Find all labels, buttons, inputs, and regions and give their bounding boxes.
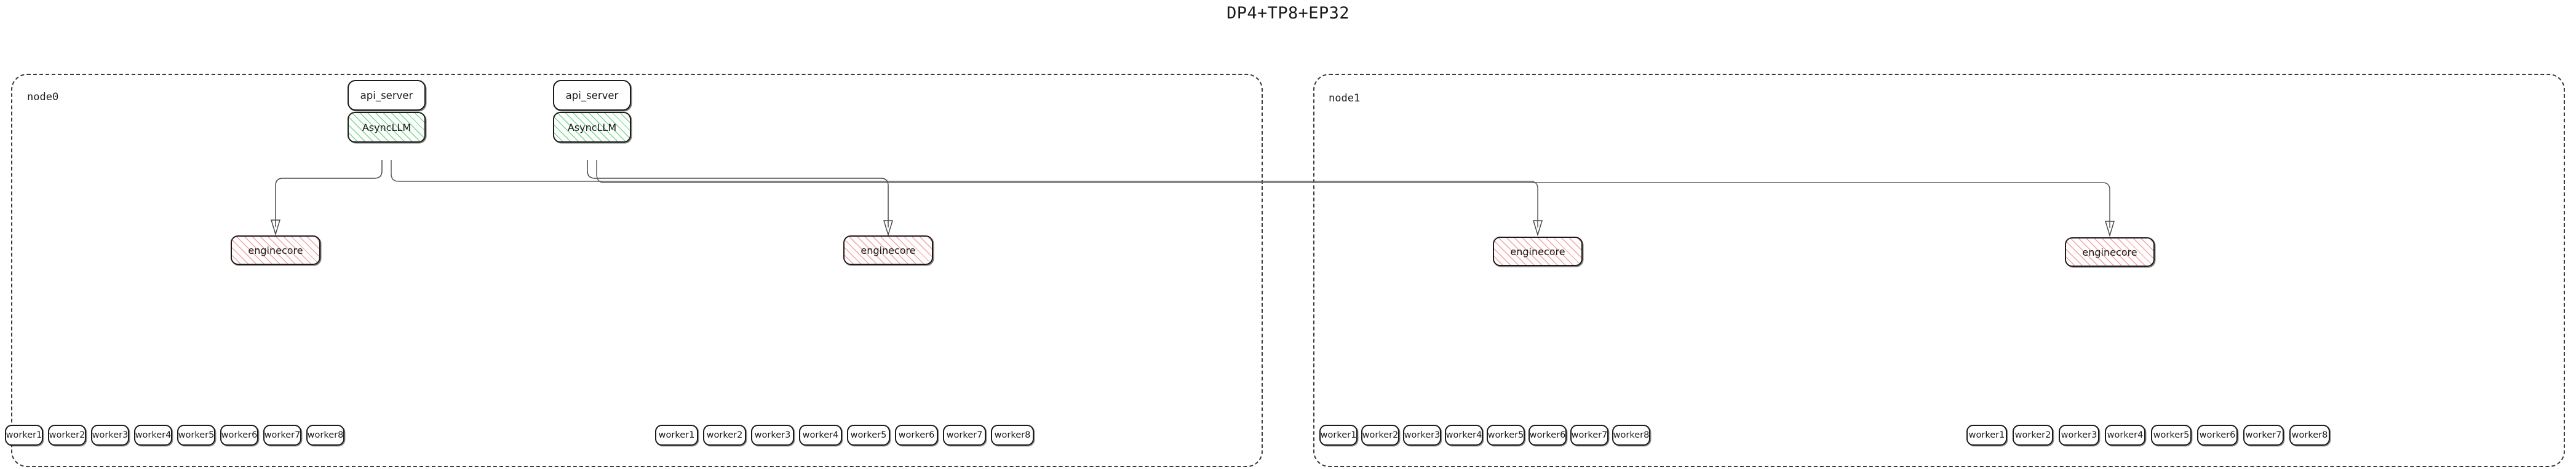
worker-box[interactable]: worker2	[48, 425, 86, 446]
worker-group: worker1 worker2 worker3 worker4 worker5 worke…	[1966, 425, 2330, 446]
worker-box[interactable]: worker3	[1403, 425, 1441, 446]
worker-box[interactable]: worker1	[655, 425, 698, 446]
worker-label: worker1	[658, 430, 695, 440]
worker-label: worker4	[1445, 430, 1482, 440]
worker-box[interactable]: worker2	[703, 425, 746, 446]
enginecore-label: enginecore	[2082, 246, 2137, 258]
worker-label: worker5	[2153, 430, 2190, 440]
asyncllm-box[interactable]: AsyncLLM	[553, 112, 631, 143]
worker-box[interactable]: worker5	[1487, 425, 1525, 446]
worker-box[interactable]: worker7	[263, 425, 301, 446]
worker-box[interactable]: worker1	[1966, 425, 2007, 446]
worker-label: worker8	[994, 430, 1031, 440]
worker-box[interactable]: worker1	[5, 425, 43, 446]
worker-box[interactable]: worker8	[306, 425, 344, 446]
page-title: DP4+TP8+EP32	[1226, 4, 1350, 23]
enginecore-box[interactable]: enginecore	[2065, 237, 2155, 267]
worker-label: worker3	[92, 430, 129, 440]
api-server-box[interactable]: api_server	[553, 80, 631, 111]
worker-label: worker7	[1571, 430, 1608, 440]
worker-label: worker4	[802, 430, 839, 440]
worker-box[interactable]: worker7	[943, 425, 986, 446]
worker-label: worker2	[1362, 430, 1399, 440]
worker-label: worker5	[178, 430, 215, 440]
api-server-label: api_server	[360, 89, 413, 101]
worker-label: worker4	[135, 430, 172, 440]
worker-box[interactable]: worker4	[799, 425, 842, 446]
worker-label: worker1	[1968, 430, 2005, 440]
worker-box[interactable]: worker2	[2013, 425, 2053, 446]
worker-label: worker5	[1487, 430, 1524, 440]
worker-label: worker6	[2199, 430, 2236, 440]
node-container-node0	[11, 74, 1263, 467]
worker-box[interactable]: worker5	[847, 425, 890, 446]
worker-label: worker3	[1404, 430, 1441, 440]
worker-box[interactable]: worker5	[2151, 425, 2192, 446]
worker-box[interactable]: worker6	[895, 425, 938, 446]
worker-box[interactable]: worker8	[991, 425, 1034, 446]
worker-box[interactable]: worker4	[134, 425, 172, 446]
enginecore-box[interactable]: enginecore	[843, 235, 933, 265]
worker-group: worker1 worker2 worker3 worker4 worker5 worke…	[1319, 425, 1650, 446]
worker-box[interactable]: worker3	[2059, 425, 2099, 446]
worker-label: worker2	[49, 430, 85, 440]
worker-label: worker2	[2014, 430, 2051, 440]
worker-box[interactable]: worker3	[751, 425, 794, 446]
worker-box[interactable]: worker8	[1612, 425, 1650, 446]
worker-box[interactable]: worker2	[1361, 425, 1399, 446]
worker-label: worker7	[2245, 430, 2282, 440]
worker-label: worker7	[946, 430, 983, 440]
enginecore-box[interactable]: enginecore	[1493, 237, 1583, 266]
worker-label: worker8	[1613, 430, 1650, 440]
enginecore-label: enginecore	[248, 244, 303, 256]
worker-box[interactable]: worker6	[1529, 425, 1567, 446]
worker-box[interactable]: worker6	[220, 425, 258, 446]
worker-box[interactable]: worker3	[91, 425, 129, 446]
worker-box[interactable]: worker6	[2197, 425, 2238, 446]
worker-label: worker8	[2291, 430, 2328, 440]
worker-box[interactable]: worker1	[1319, 425, 1358, 446]
worker-box[interactable]: worker8	[2289, 425, 2330, 446]
worker-group: worker1 worker2 worker3 worker4 worker5 worke…	[655, 425, 1034, 446]
worker-box[interactable]: worker4	[1445, 425, 1483, 446]
worker-label: worker3	[754, 430, 791, 440]
worker-label: worker4	[2107, 430, 2144, 440]
enginecore-label: enginecore	[861, 244, 916, 256]
worker-label: worker6	[1529, 430, 1566, 440]
enginecore-label: enginecore	[1510, 245, 1565, 258]
api-server-box[interactable]: api_server	[348, 80, 426, 111]
enginecore-box[interactable]: enginecore	[231, 235, 320, 265]
worker-label: worker5	[850, 430, 887, 440]
node-label-node1: node1	[1329, 92, 1361, 104]
worker-label: worker6	[221, 430, 258, 440]
worker-group: worker1 worker2 worker3 worker4 worker5 worke…	[5, 425, 344, 446]
worker-label: worker1	[6, 430, 42, 440]
asyncllm-label: AsyncLLM	[362, 121, 411, 133]
worker-label: worker2	[706, 430, 743, 440]
asyncllm-label: AsyncLLM	[567, 121, 617, 133]
worker-label: worker8	[307, 430, 344, 440]
worker-label: worker6	[898, 430, 935, 440]
worker-box[interactable]: worker7	[1570, 425, 1608, 446]
worker-label: worker7	[264, 430, 301, 440]
node-container-node1	[1313, 74, 2565, 467]
worker-label: worker1	[1320, 430, 1357, 440]
worker-label: worker3	[2061, 430, 2097, 440]
worker-box[interactable]: worker4	[2105, 425, 2145, 446]
asyncllm-box[interactable]: AsyncLLM	[348, 112, 426, 143]
node-label-node0: node0	[27, 91, 59, 103]
worker-box[interactable]: worker5	[177, 425, 215, 446]
worker-box[interactable]: worker7	[2243, 425, 2284, 446]
api-server-label: api_server	[565, 89, 619, 101]
